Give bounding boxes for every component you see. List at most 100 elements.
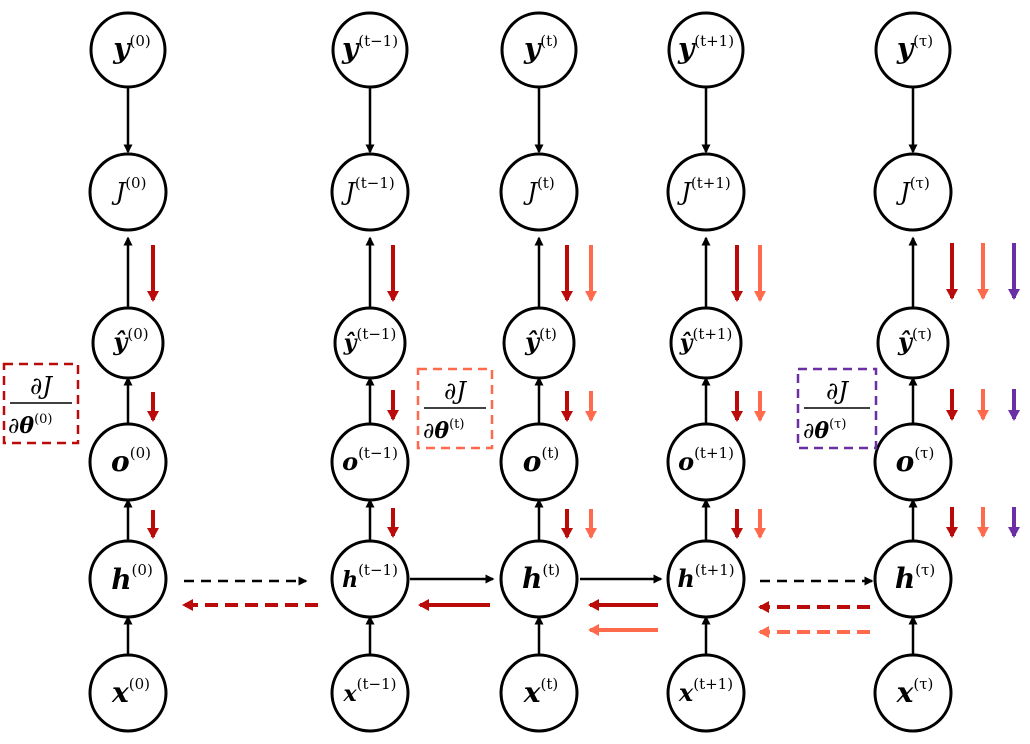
svg-text:o(t−1): o(t−1) [342,444,398,476]
node-label: h [677,564,694,593]
node-J-0: J(0) [88,152,168,232]
svg-text:ŷ(0): ŷ(0) [112,325,148,356]
node-superscript: (t) [539,325,557,343]
node-label: ŷ [897,327,914,356]
nodes: y(0) J(0) ŷ(0) o(0) h(0) x(0) y(t−1) [88,11,953,733]
svg-text:x(τ): x(τ) [896,675,934,709]
svg-text:o(t+1): o(t+1) [678,444,734,476]
svg-text:ŷ(t+1): ŷ(t+1) [679,325,733,356]
grad-box-tau: ∂J ∂θ(τ) [796,367,878,450]
node-superscript: (t−1) [355,174,395,192]
node-o-1: o(t−1) [330,422,410,502]
node-y-3: y(t+1) [667,11,745,89]
node-label: y [677,32,696,65]
grad-numerator: ∂J [826,377,849,405]
node-x-0: x(0) [88,653,168,733]
forward-edges [123,87,918,655]
node-superscript: (τ) [915,561,935,579]
node-superscript: (τ) [910,174,930,192]
node-superscript: (0) [127,325,148,343]
grad-numerator: ∂J [30,372,53,400]
grad-denominator: ∂θ(τ) [803,417,846,444]
node-superscript: (0) [130,444,151,462]
node-y-0: y(0) [89,11,167,89]
node-h-3: h(t+1) [666,539,746,619]
node-x-4: x(τ) [873,653,953,733]
node-label: h [342,567,358,593]
node-label: y [896,32,915,65]
node-o-3: o(t+1) [666,422,746,502]
node-superscript: (0) [129,675,150,693]
node-yhat-3: ŷ(t+1) [669,306,743,380]
node-label: x [111,676,129,709]
node-yhat-2: ŷ(t) [502,306,576,380]
node-superscript: (t+1) [694,32,734,50]
node-o-2: o(t) [499,422,579,502]
svg-text:x(t−1): x(t−1) [343,675,397,707]
node-label: x [896,676,914,709]
node-label: o [678,447,694,476]
svg-text:y(t): y(t) [523,32,558,65]
node-superscript: (t+1) [691,174,731,192]
node-superscript: (t+1) [695,561,735,579]
grad-box-t0: ∂J ∂θ(0) [2,362,80,445]
svg-text:o(t): o(t) [523,444,559,478]
node-y-4: y(τ) [874,11,952,89]
node-J-3: J(t+1) [666,152,746,232]
node-J-4: J(τ) [873,152,953,232]
recurrent-forward-edges [184,574,874,586]
node-h-1: h(t−1) [330,539,410,619]
node-superscript: (t−1) [358,32,398,50]
node-superscript: (τ) [913,32,933,50]
svg-text:x(0): x(0) [111,675,150,709]
node-label: o [342,447,358,476]
node-label: h [895,562,915,595]
svg-text:x(t+1): x(t+1) [678,675,733,707]
node-label: h [522,562,542,595]
node-superscript: (τ) [912,325,932,343]
svg-text:y(t−1): y(t−1) [341,32,398,65]
svg-text:x(t): x(t) [523,675,558,709]
node-superscript: (t) [537,174,555,192]
node-superscript: (τ) [914,444,934,462]
node-superscript: (t−1) [358,561,398,579]
svg-text:o(τ): o(τ) [896,444,935,478]
node-superscript: (τ) [913,675,933,693]
node-superscript: (t−1) [356,325,396,343]
svg-text:y(0): y(0) [112,32,151,65]
svg-text:y(τ): y(τ) [896,32,933,65]
node-yhat-1: ŷ(t−1) [333,306,407,380]
node-h-0: h(0) [88,539,168,619]
svg-text:h(τ): h(τ) [895,561,935,595]
node-label: y [112,32,131,65]
node-superscript: (t+1) [693,675,733,693]
svg-text:h(t−1): h(t−1) [342,561,398,593]
grad-denominator: ∂θ(0) [8,412,53,439]
node-y-2: y(t) [500,11,578,89]
node-o-4: o(τ) [873,422,953,502]
node-superscript: (t) [541,444,559,462]
node-label: ŷ [112,327,129,356]
node-superscript: (t−1) [358,444,398,462]
node-x-1: x(t−1) [330,653,410,733]
node-yhat-4: ŷ(τ) [876,306,950,380]
node-yhat-0: ŷ(0) [91,306,165,380]
node-superscript: (0) [130,32,151,50]
node-label: ŷ [679,330,695,356]
node-h-4: h(τ) [873,539,953,619]
node-label: y [523,32,542,65]
node-label: ŷ [524,327,541,356]
node-label: x [678,678,694,707]
backward-gradient-flows [147,243,1020,638]
node-superscript: (t+1) [694,444,734,462]
node-x-3: x(t+1) [666,653,746,733]
svg-text:h(t+1): h(t+1) [677,561,734,593]
node-superscript: (0) [132,561,153,579]
node-superscript: (0) [125,174,146,192]
node-label: y [341,32,360,65]
grad-numerator: ∂J [444,377,467,405]
node-superscript: (t) [540,32,558,50]
node-label: ŷ [343,330,359,356]
node-label: h [111,563,131,596]
node-y-1: y(t−1) [331,11,409,89]
